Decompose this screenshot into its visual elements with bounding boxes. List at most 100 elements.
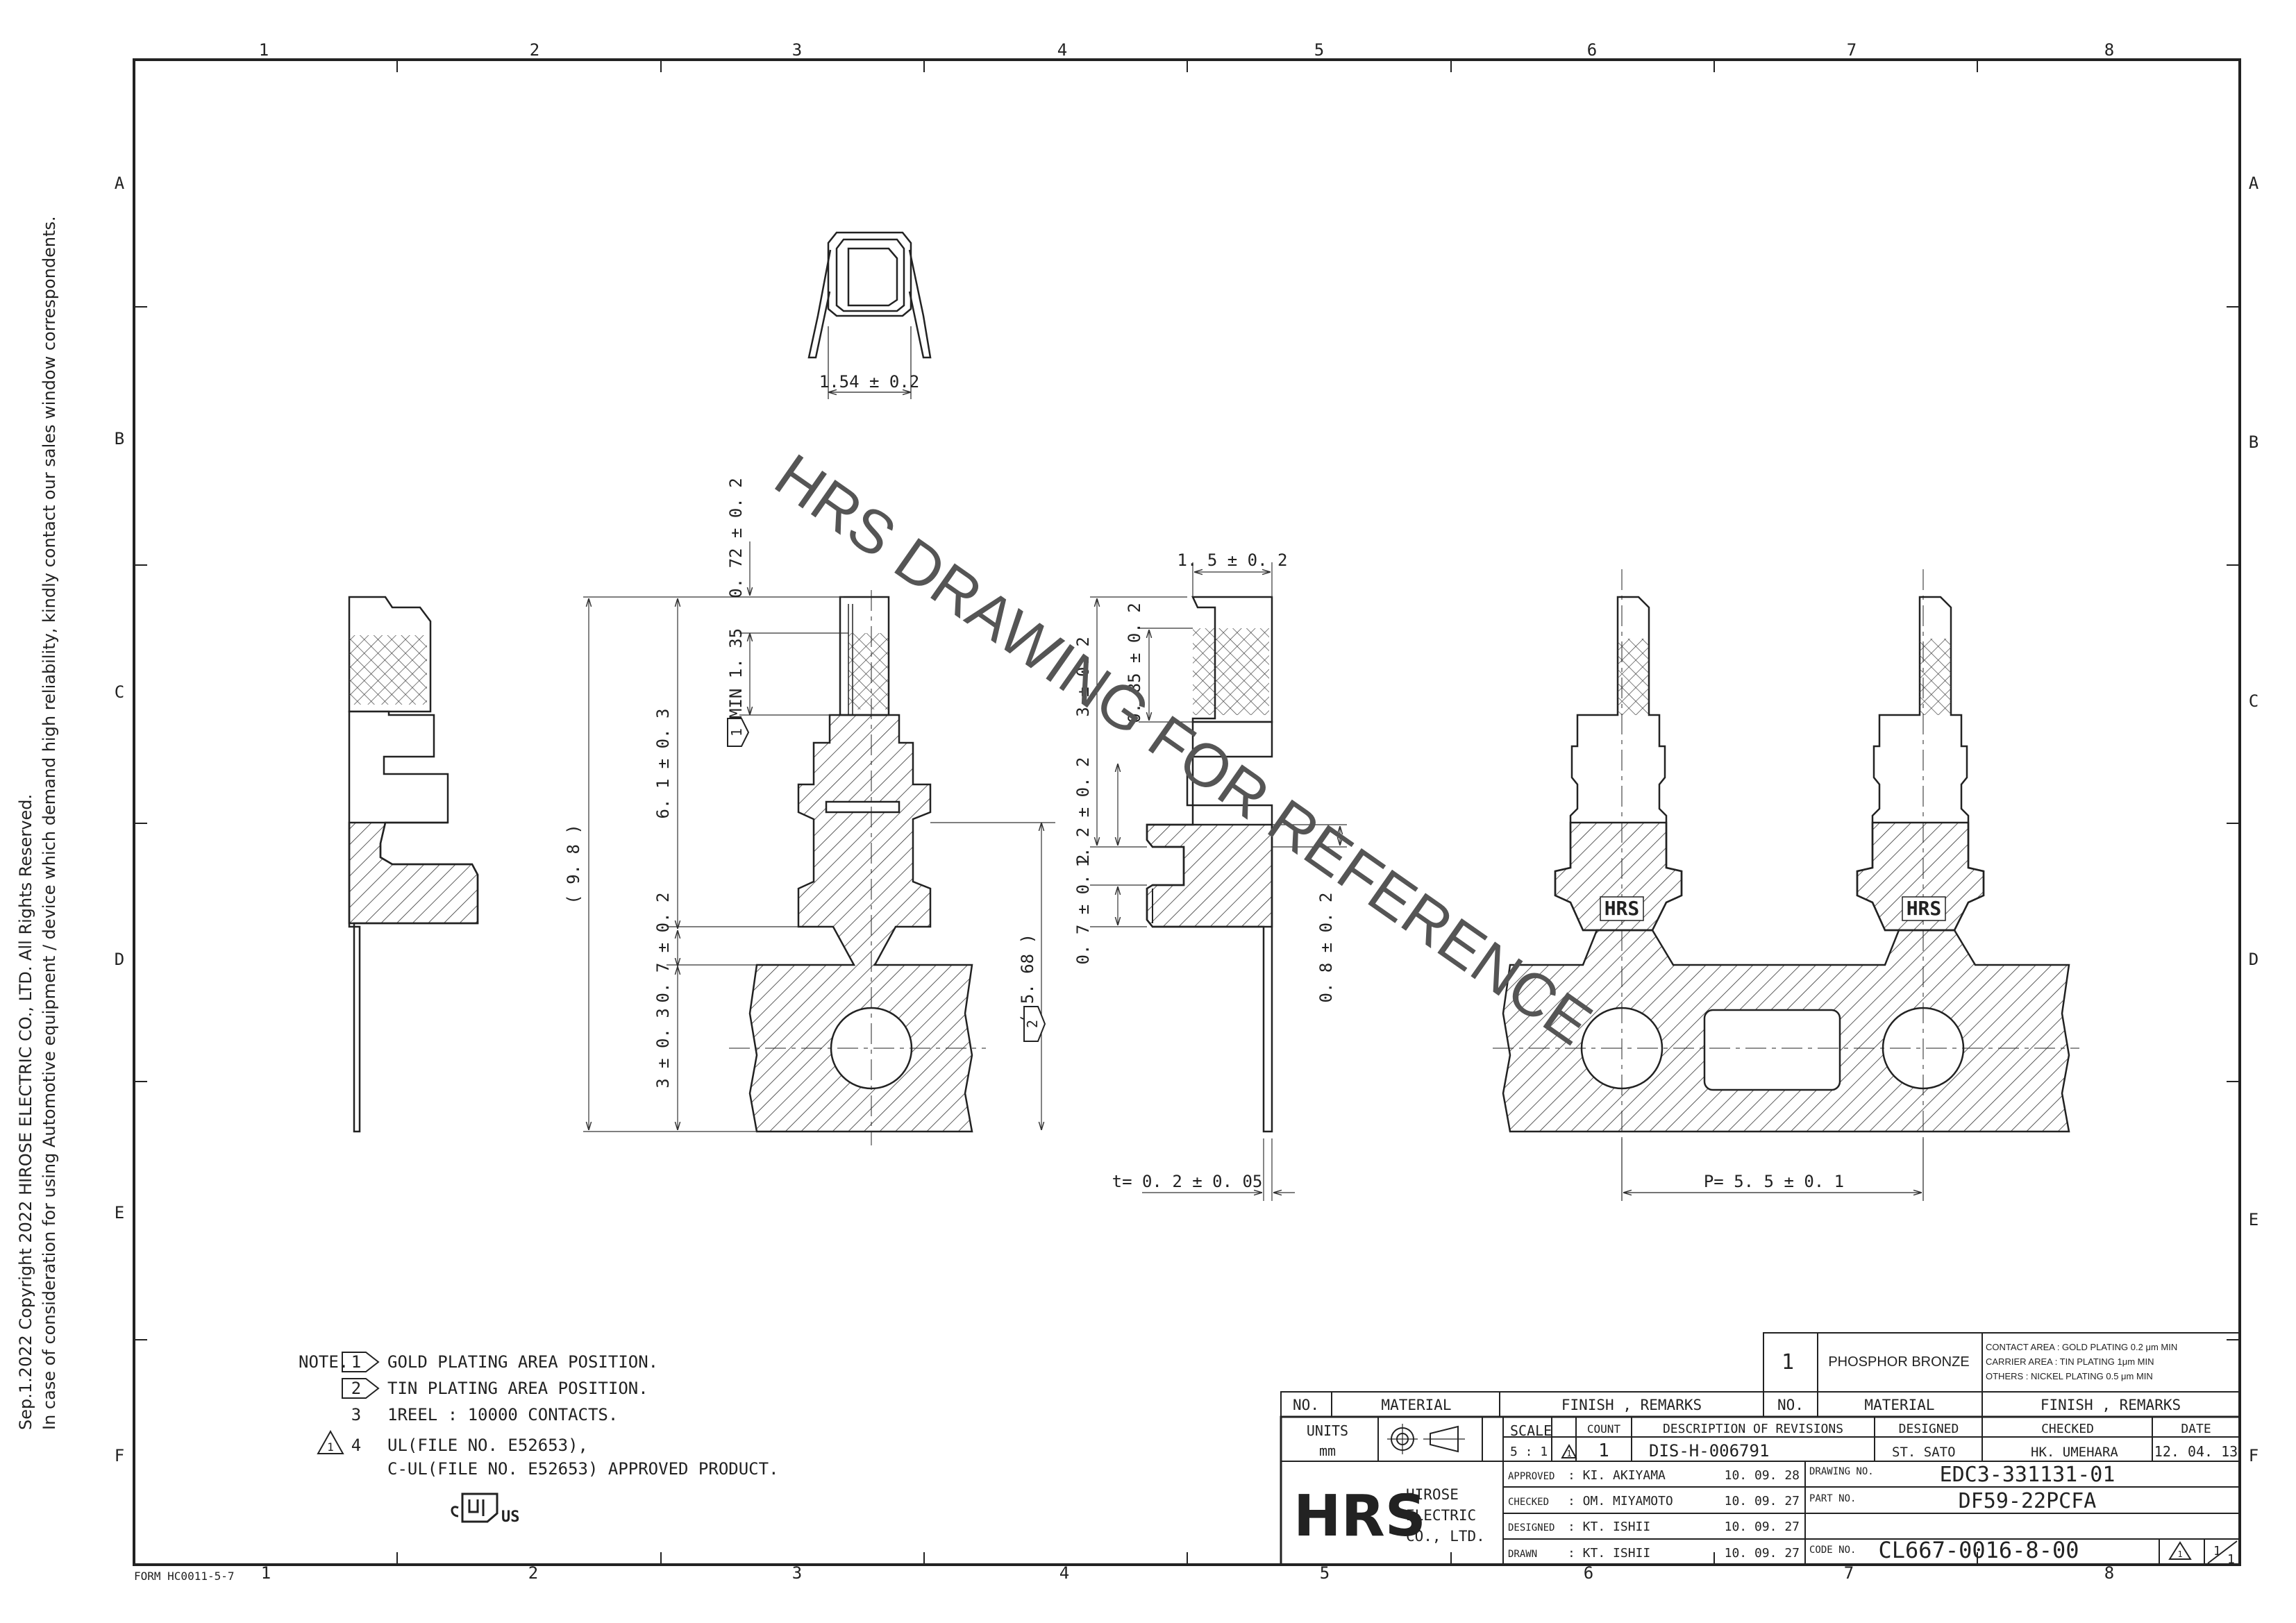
material-header: FINISH , REMARKS — [1561, 1397, 1702, 1413]
dimension-neck: 0. 7 ± 0. 2 — [653, 893, 673, 1003]
material-header: MATERIAL — [1864, 1397, 1934, 1413]
drawing-no: EDC3-331131-01 — [1940, 1463, 2115, 1487]
signoff-role: DESIGNED — [1508, 1522, 1555, 1533]
col-label-bottom: 2 — [528, 1563, 538, 1583]
dimension-step1: 1. 2 ± 0. 2 — [1073, 757, 1093, 868]
scale-value: 5 : 1 — [1510, 1445, 1548, 1459]
signoff-role: APPROVED — [1508, 1471, 1555, 1482]
frame-labels: 1 2 3 4 5 6 7 8 1 2 3 4 5 6 7 8 A B C D … — [115, 40, 2259, 1583]
material-row-finish: OTHERS : NICKEL PLATING 0.5 μm MIN — [1986, 1371, 2153, 1381]
side-dimension-texts: 1. 5 ± 0. 2 3 ± 0. 2 0. 85 ± 0. 2 1. 2 ±… — [1073, 550, 1336, 1191]
rev-description: DIS-H-006791 — [1649, 1441, 1769, 1461]
note-text: UL(FILE NO. E52653), — [387, 1436, 588, 1455]
dimension-step2: 0. 7 ± 0. 2 — [1073, 855, 1093, 965]
col-label-bottom: 6 — [1584, 1563, 1593, 1583]
row-label-left: E — [115, 1203, 124, 1222]
dimension-step3: 0. 8 ± 0. 2 — [1316, 893, 1336, 1003]
note-text: GOLD PLATING AREA POSITION. — [387, 1352, 658, 1372]
signoff-date: 10. 09. 28 — [1725, 1468, 1800, 1483]
frame — [133, 58, 2241, 1566]
front-dimension-texts: ( 9. 8 ) 6. 1 ± 0. 3 0. 7 ± 0. 2 3 ± 0. … — [564, 478, 1037, 1088]
dimension-side-top: 3 ± 0. 2 — [1073, 637, 1093, 717]
row-label-right: C — [2249, 691, 2259, 711]
dimension-contact-length: 6. 1 ± 0. 3 — [653, 709, 673, 819]
rev-header: CHECKED — [2041, 1422, 2094, 1436]
front-dimension-lines — [583, 541, 1055, 1132]
notes-label: NOTE. — [299, 1352, 349, 1372]
title-block-text: UNITS mm SCALE 5 : 1 COUNT DESCRIPTION O… — [1293, 1422, 2238, 1567]
col-label-bottom: 5 — [1320, 1563, 1330, 1583]
scale-label: SCALE — [1510, 1422, 1552, 1439]
drawing-no-label: DRAWING NO. — [1809, 1466, 1874, 1477]
dimension-carrier: 3 ± 0. 3 — [653, 1008, 673, 1088]
ul-mark-text: US — [501, 1508, 520, 1526]
rev-header: COUNT — [1587, 1422, 1621, 1436]
part-no: DF59-22PCFA — [1959, 1489, 2097, 1513]
note-number: 4 — [351, 1436, 361, 1455]
carrier-strip-view — [1493, 569, 2079, 1201]
company-name-line: HIROSE — [1406, 1486, 1459, 1503]
note-number: 1 — [327, 1440, 334, 1454]
col-label-bottom: 8 — [2104, 1563, 2114, 1583]
rev-checked: HK. UMEHARA — [2031, 1445, 2118, 1460]
material-header: FINISH , REMARKS — [2041, 1397, 2181, 1413]
note-flag-2: 2 — [1023, 1006, 1046, 1042]
rev-count: 1 — [1598, 1440, 1609, 1461]
material-header: NO. — [1293, 1397, 1319, 1413]
side-dimension-lines — [1090, 562, 1347, 1201]
col-label-top: 8 — [2104, 40, 2114, 60]
row-label-right: B — [2249, 432, 2259, 452]
sheet-number: 1 — [2213, 1544, 2221, 1558]
dimension-pitch: P= 5. 5 ± 0. 1 — [1704, 1172, 1844, 1191]
note-number: 1 — [351, 1352, 361, 1372]
col-label-top: 6 — [1587, 40, 1597, 60]
dimension-overall-height: ( 9. 8 ) — [564, 824, 583, 905]
material-header: MATERIAL — [1381, 1397, 1451, 1413]
signoff-name: : KI. AKIYAMA — [1568, 1468, 1666, 1483]
material-header: NO. — [1777, 1397, 1804, 1413]
top-view — [807, 231, 932, 399]
notes: NOTE. 1 GOLD PLATING AREA POSITION. 2 TI… — [299, 1352, 779, 1526]
note-text: C-UL(FILE NO. E52653) APPROVED PRODUCT. — [387, 1459, 779, 1479]
material-row-no: 1 — [1782, 1350, 1794, 1374]
rev-mark: 1 — [1566, 1449, 1571, 1458]
col-label-top: 5 — [1314, 40, 1324, 60]
note-text: 1REEL : 10000 CONTACTS. — [387, 1405, 618, 1424]
units-label: UNITS — [1307, 1422, 1348, 1439]
dimension-gold-min: MIN 1. 35 — [726, 628, 746, 718]
col-label-top: 3 — [792, 40, 802, 60]
dimension-tip-height: 0. 72 ± 0. 2 — [726, 478, 746, 598]
signoff-role: DRAWN — [1508, 1549, 1537, 1560]
row-label-left: F — [115, 1446, 124, 1465]
row-label-left: B — [115, 429, 124, 448]
company-logo: HRS — [1293, 1483, 1426, 1549]
signoff-role: CHECKED — [1508, 1497, 1549, 1508]
note-number: 2 — [351, 1379, 361, 1398]
pin-logo-mark: HRS — [1604, 897, 1640, 920]
dimension-top-depth: 1. 5 ± 0. 2 — [1178, 550, 1288, 570]
side-view-right — [1146, 596, 1273, 1133]
col-label-top: 7 — [1847, 40, 1857, 60]
ul-certification-mark — [451, 1492, 498, 1523]
row-label-right: A — [2249, 174, 2259, 193]
sheet-rev-mark: 1 — [2177, 1549, 2182, 1559]
pin-logo-mark: HRS — [1907, 897, 1942, 920]
row-label-left: C — [115, 682, 124, 702]
col-label-bottom: 4 — [1059, 1563, 1069, 1583]
signoff-name: : OM. MIYAMOTO — [1568, 1494, 1673, 1508]
material-row-finish: CARRIER AREA : TIN PLATING 1μm MIN — [1986, 1356, 2154, 1367]
col-label-bottom: 7 — [1844, 1563, 1854, 1583]
note-text: TIN PLATING AREA POSITION. — [387, 1379, 648, 1398]
note-number: 3 — [351, 1405, 361, 1424]
part-no-label: PART NO. — [1809, 1493, 1856, 1504]
form-number: FORM HC0011-5-7 — [134, 1570, 235, 1583]
row-label-left: A — [115, 174, 125, 193]
dimension-top-width: 1.54 ± 0.2 — [819, 372, 920, 392]
signoff-date: 10. 09. 27 — [1725, 1494, 1800, 1508]
code-no-label: CODE NO. — [1809, 1545, 1856, 1556]
flag-2-label: 2 — [1024, 1020, 1041, 1028]
material-table — [1280, 1332, 2240, 1418]
sheet-total: 1 — [2227, 1552, 2235, 1567]
row-label-left: D — [115, 950, 124, 969]
